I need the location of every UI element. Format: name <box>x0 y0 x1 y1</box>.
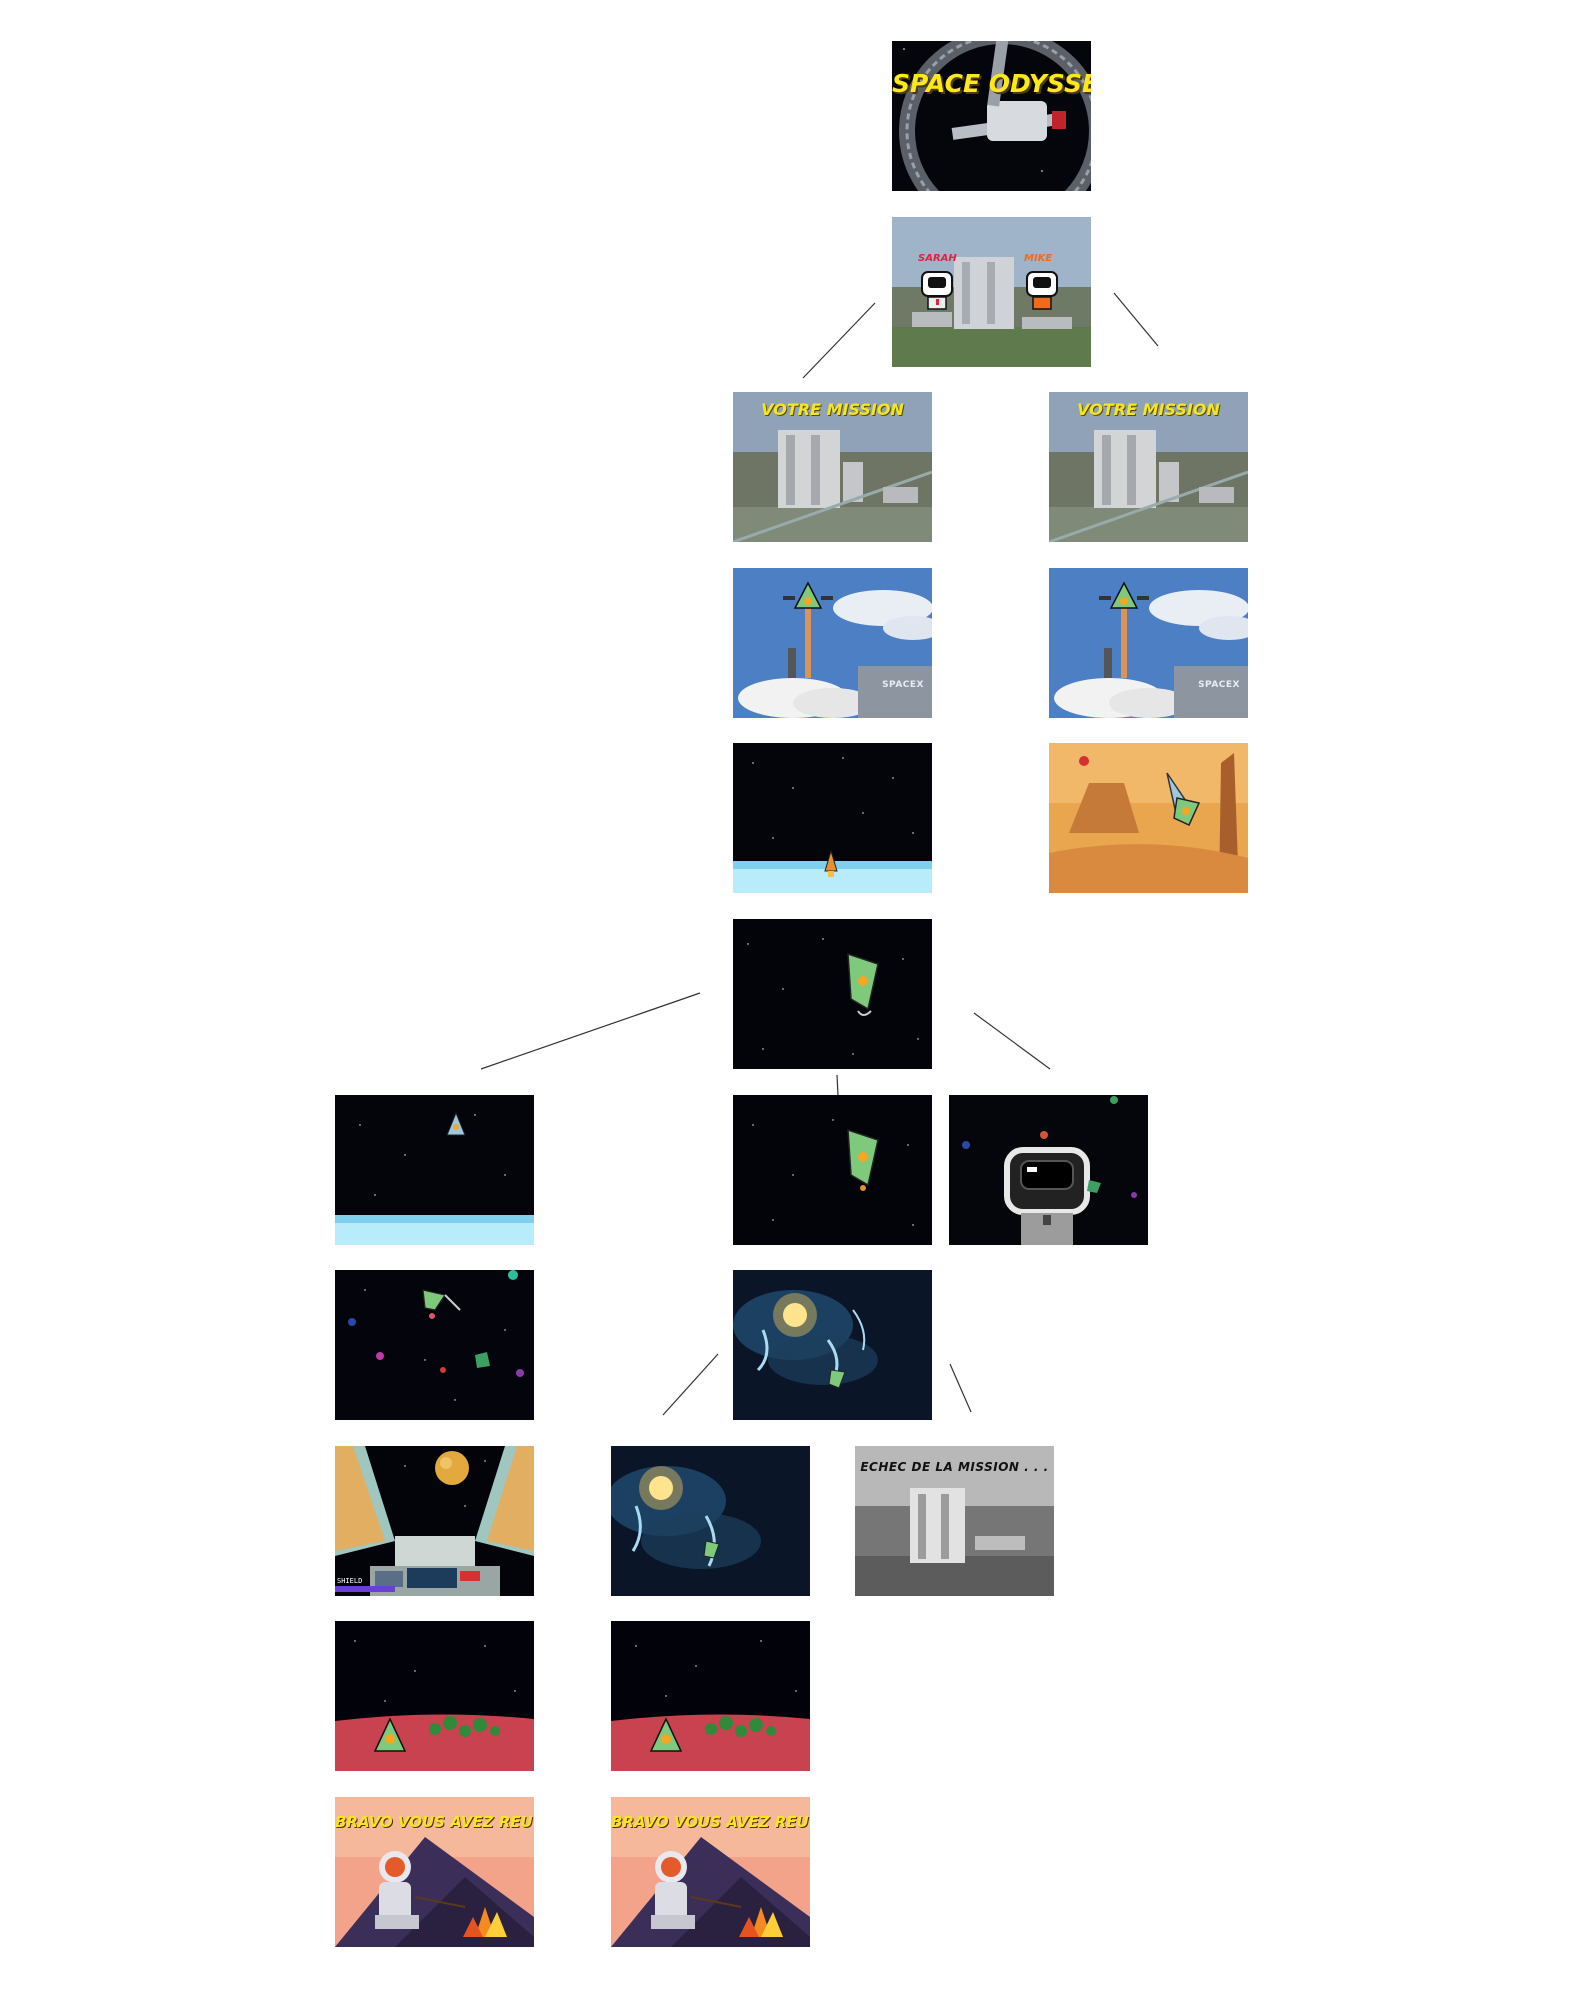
rocket-launch-image <box>1049 568 1248 718</box>
shield-readout: SHIELD <box>337 1577 363 1585</box>
scene-nebula[interactable] <box>733 1270 932 1420</box>
nebula-image <box>733 1270 932 1420</box>
spacex-sign-right: SPACEX <box>1198 680 1240 690</box>
scene-space-cruise[interactable] <box>733 919 932 1069</box>
nebula-image <box>611 1446 810 1596</box>
astronaut-icon <box>651 1851 695 1929</box>
parachute-icon <box>1079 756 1089 766</box>
scene-cockpit[interactable]: SHIELD <box>335 1446 534 1596</box>
astronaut-helmet-icon <box>1004 1147 1090 1245</box>
connector-nebula-left <box>662 1353 719 1416</box>
campfire-image <box>335 1797 534 1947</box>
scene-astronaut-lost[interactable] <box>949 1095 1148 1245</box>
connector-space-left <box>480 992 701 1070</box>
alien-icon <box>1087 1180 1101 1193</box>
success-message-right: BRAVO VOUS AVEZ REUSSI <box>611 1813 810 1831</box>
scene-launch-right[interactable]: SPACEX <box>1049 568 1248 718</box>
scene-desert-crash[interactable] <box>1049 743 1248 893</box>
connector-choice-left <box>802 302 876 379</box>
connector-space-right <box>973 1012 1051 1070</box>
scene-mission-failed[interactable]: ECHEC DE LA MISSION . . . <box>855 1446 1054 1596</box>
mission-building-image <box>733 392 932 542</box>
failed-mission-image <box>855 1446 1054 1596</box>
scene-mission-right[interactable]: VOTRE MISSION <box>1049 392 1248 542</box>
planets-image <box>335 1270 534 1420</box>
space-image <box>733 919 932 1069</box>
mission-heading-right: VOTRE MISSION <box>1077 400 1220 419</box>
game-title: SPACE ODYSSEY <box>892 69 1091 98</box>
ship-icon <box>847 952 879 1016</box>
campfire-icon <box>463 1907 507 1937</box>
campfire-icon <box>739 1907 783 1937</box>
choice-right-name: MIKE <box>1024 253 1053 264</box>
rocket-launch-image <box>733 568 932 718</box>
cockpit-image <box>335 1446 534 1596</box>
ship-icon <box>703 1540 720 1559</box>
scene-ship-continue[interactable] <box>733 1095 932 1245</box>
ship-icon <box>446 1111 466 1136</box>
lost-astronaut-image <box>949 1095 1148 1245</box>
planet-landing-image <box>335 1621 534 1771</box>
orbit-image <box>335 1095 534 1245</box>
scene-orbit-return[interactable] <box>335 1095 534 1245</box>
space-station-image <box>892 41 1091 191</box>
connector-nebula-right <box>949 1363 972 1413</box>
connector-space-center <box>836 1074 839 1097</box>
success-message-left: BRAVO VOUS AVEZ REUSSI <box>335 1813 534 1831</box>
ship-icon <box>1099 581 1149 609</box>
launch-center-image <box>892 217 1091 367</box>
spacex-sign-left: SPACEX <box>882 680 924 690</box>
astronaut-icon <box>375 1851 419 1929</box>
ship-icon <box>373 1717 407 1752</box>
rocket-icon <box>824 849 838 877</box>
scene-planets[interactable] <box>335 1270 534 1420</box>
orbit-image <box>733 743 932 893</box>
space-image <box>733 1095 932 1245</box>
scene-planet-landing-right[interactable] <box>611 1621 810 1771</box>
scene-character-choice[interactable]: SARAH MIKE <box>892 217 1091 367</box>
scene-success-left[interactable]: BRAVO VOUS AVEZ REUSSI <box>335 1797 534 1947</box>
scene-planet-landing-left[interactable] <box>335 1621 534 1771</box>
campfire-image <box>611 1797 810 1947</box>
ship-icon <box>828 1369 846 1389</box>
alien-icon <box>475 1352 490 1368</box>
mission-heading-left: VOTRE MISSION <box>761 400 904 419</box>
ship-icon <box>847 1128 879 1191</box>
scene-success-right[interactable]: BRAVO VOUS AVEZ REUSSI <box>611 1797 810 1947</box>
failure-message: ECHEC DE LA MISSION . . . <box>860 1460 1049 1474</box>
mission-building-image <box>1049 392 1248 542</box>
ship-icon <box>1166 772 1201 826</box>
scene-title[interactable]: SPACE ODYSSEY <box>892 41 1091 191</box>
scene-nebula-pass[interactable] <box>611 1446 810 1596</box>
desert-image <box>1049 743 1248 893</box>
astronaut-sarah-icon <box>921 271 953 310</box>
ship-icon <box>422 1289 461 1311</box>
scene-mission-left[interactable]: VOTRE MISSION <box>733 392 932 542</box>
ship-icon <box>649 1717 683 1752</box>
planet-landing-image <box>611 1621 810 1771</box>
scene-orbit[interactable] <box>733 743 932 893</box>
ship-icon <box>783 581 833 609</box>
connector-choice-right <box>1113 292 1159 347</box>
scene-launch-left[interactable]: SPACEX <box>733 568 932 718</box>
choice-left-name: SARAH <box>918 253 957 264</box>
astronaut-mike-icon <box>1026 271 1058 310</box>
